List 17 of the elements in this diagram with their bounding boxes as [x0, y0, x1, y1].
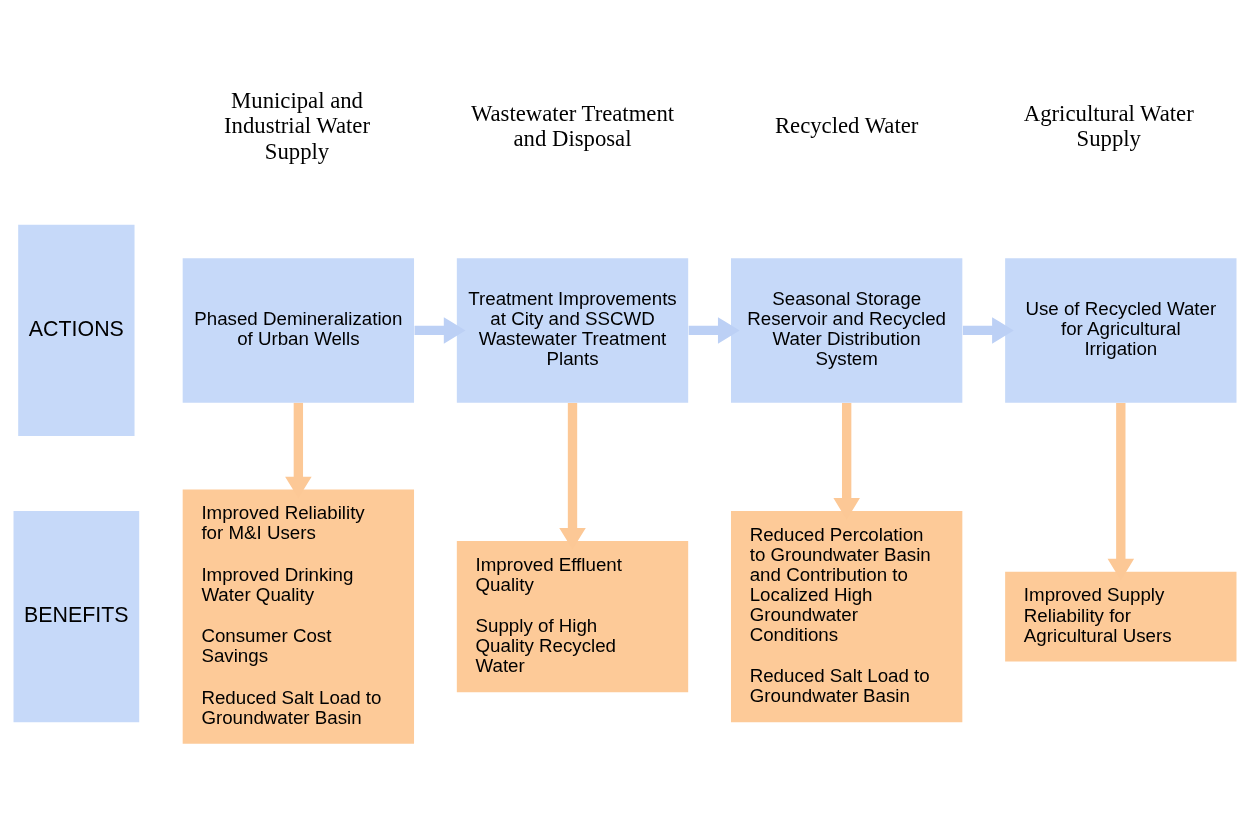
label: Recycled Water	[774, 113, 919, 139]
arrow	[962, 317, 1014, 344]
node-box: Improved Effluent Quality Supply of High Quality Recycled Water	[456, 541, 689, 693]
arrow	[414, 317, 466, 344]
node-box: BENEFITS	[13, 510, 140, 723]
node-box: Improved Reliability for M&I Users Improved Drinking Water Quality Consumer Cost Savings Reduced Salt Load to Groundwater Basin	[182, 489, 415, 744]
label: Municipal and Industrial Water Supply	[224, 87, 371, 164]
node-box: Seasonal Storage Reservoir and Recycled Water Distribution System	[731, 258, 963, 403]
node-box: ACTIONS	[18, 224, 135, 437]
node-box: Reduced Percolation to Groundwater Basin and Contribution to Localized High Groundwater Conditions Reduced Salt Load to Groundwater Basin	[731, 510, 963, 723]
node-box: Phased Demineralization of Urban Wells	[182, 258, 415, 403]
node-box: Treatment Improvements at City and SSCWD Wastewater Treatment Plants	[456, 258, 689, 403]
node-box: Improved Supply Reliability for Agricultural Users	[1005, 571, 1237, 662]
label: Wastewater Treatment and Disposal	[470, 100, 675, 151]
label: Agricultural Water Supply	[1023, 100, 1194, 151]
arrow	[688, 317, 740, 344]
node-box: Use of Recycled Water for Agricultural Irrigation	[1005, 258, 1237, 403]
